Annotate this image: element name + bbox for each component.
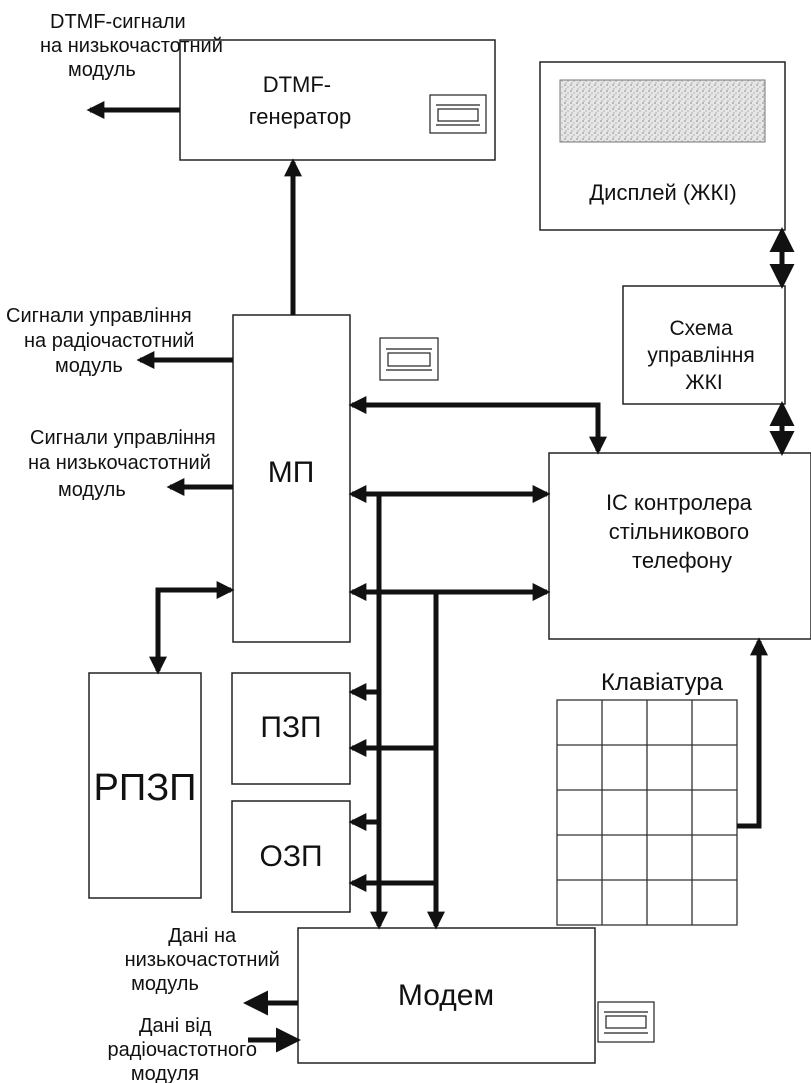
mp-box (232, 314, 351, 643)
display-screen (559, 79, 766, 143)
rpzp-label: РПЗП (94, 767, 197, 809)
modem-box (297, 927, 596, 1064)
display-label: Дисплей (ЖКІ) (589, 180, 736, 205)
mp-rpzp-arrow (149, 581, 235, 675)
keyboard-label: Клавіатура (601, 669, 724, 696)
lcd-control-box (622, 285, 786, 405)
rpzp-box (88, 672, 202, 899)
quartz-crystal-icon (429, 94, 487, 134)
keyboard-grid (556, 699, 738, 926)
dtmf-generator-label: DTMF- генератор (249, 72, 351, 129)
pzp-box (231, 672, 351, 785)
data-to-lf-label: Дані на низькочастотний модуль (125, 925, 286, 995)
mp-label: МП (268, 456, 315, 489)
dtmf-signals-label: DTMF-сигнали на низькочастотний модуль (40, 11, 228, 81)
ozp-box (231, 800, 351, 913)
ic-controller-box (548, 452, 811, 640)
ctrl-lf-label: Сигнали управління на низькочастотний мо… (28, 427, 221, 501)
modem-label: Модем (398, 979, 494, 1012)
ctrl-rf-label: Сигнали управління на радіочастотний мод… (6, 305, 200, 377)
quartz-crystal-icon (597, 1001, 655, 1043)
mp-ic-top-arrow (348, 396, 607, 455)
keyboard-ic-arrow (737, 637, 768, 829)
data-from-rf-label: Дані від радіочастотного модуля (107, 1015, 262, 1083)
quartz-crystal-icon (379, 337, 439, 381)
ic-controller-label: ІС контролера стільникового телефону (606, 490, 758, 573)
ozp-label: ОЗП (259, 840, 322, 873)
lcd-control-label: Схема управління ЖКІ (647, 317, 760, 394)
pzp-label: ПЗП (260, 711, 321, 744)
